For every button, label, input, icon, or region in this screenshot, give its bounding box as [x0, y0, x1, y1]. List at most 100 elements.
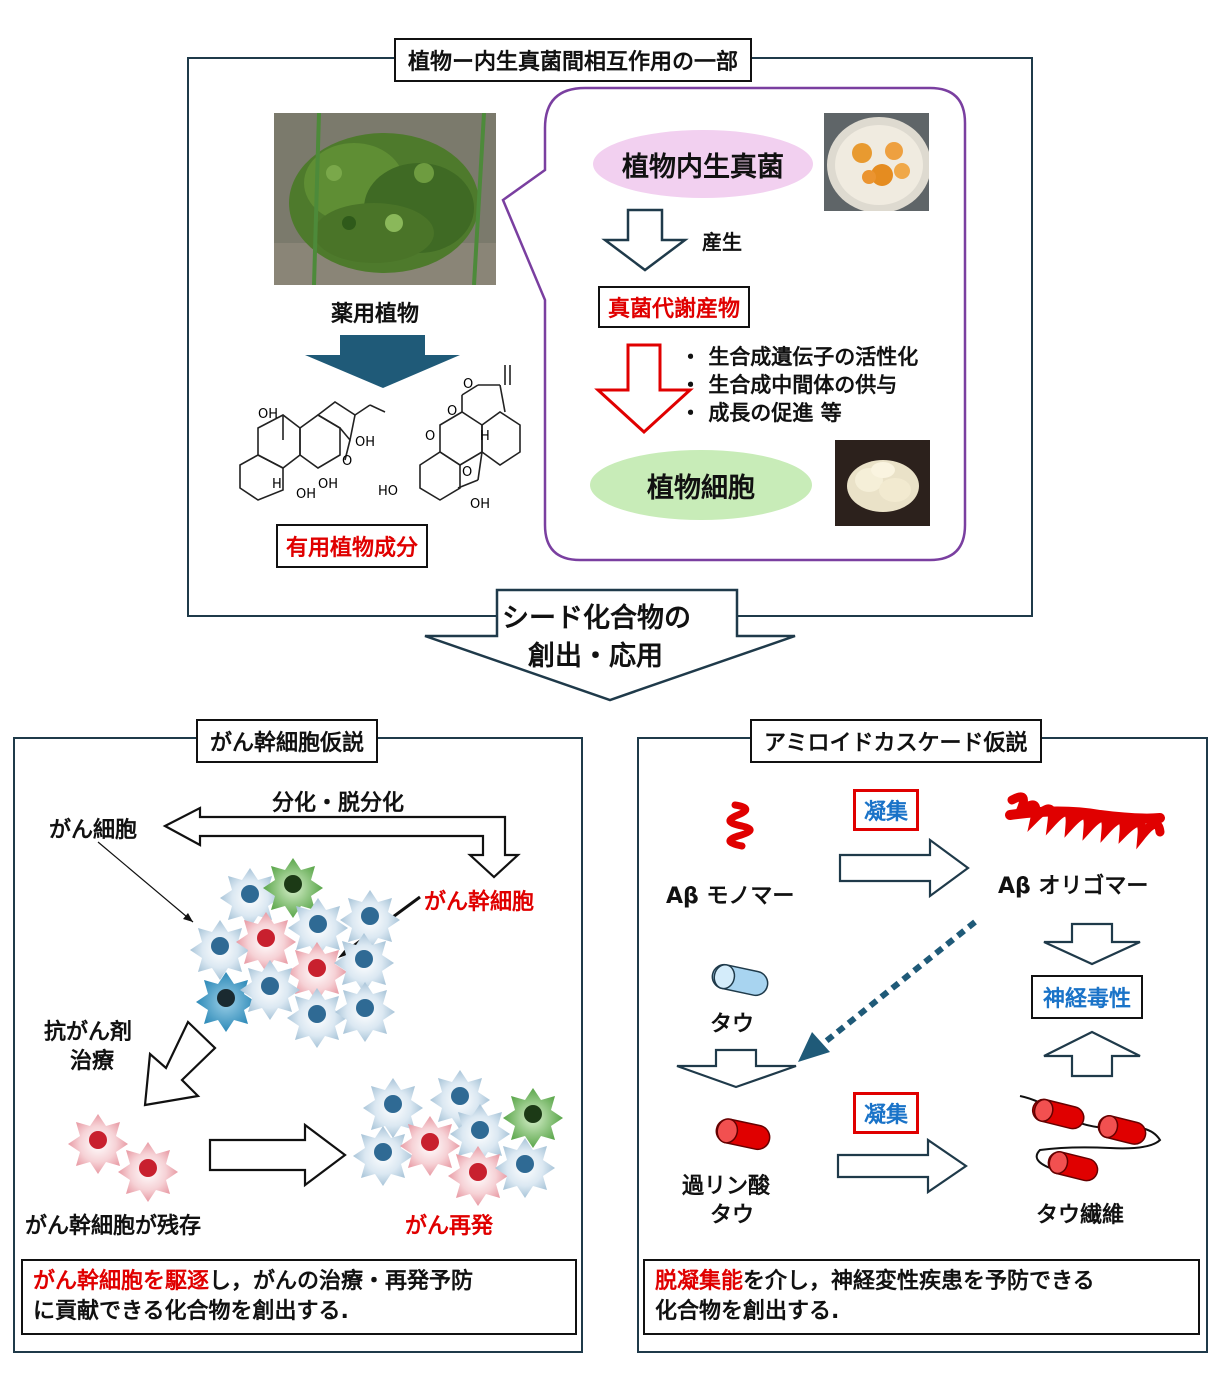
- abeta-monomer-label: Aβ モノマー: [666, 884, 795, 909]
- effects-list: ・ 生合成遺伝子の活性化 ・ 生合成中間体の供与 ・ 成長の促進 等: [680, 343, 918, 427]
- tau-fiber-label: タウ繊維: [1036, 1203, 1125, 1228]
- struct-oh-4: OH: [318, 477, 338, 492]
- cell: [335, 982, 395, 1042]
- recurrence-arrow: [208, 1122, 347, 1188]
- cell: [196, 972, 256, 1032]
- effect-item: ・ 生合成中間体の供与: [680, 373, 898, 397]
- remaining-label: がん幹細胞が残存: [25, 1214, 202, 1239]
- cancer-summary-rest-1: し，がんの治療・再発予防: [209, 1269, 474, 1294]
- cell: [287, 942, 347, 1002]
- tau-icon: [711, 963, 769, 997]
- produce-label: 産生: [702, 230, 742, 254]
- amyloid-summary-rest-1: を介し，神経変性疾患を予防できる: [743, 1269, 1095, 1294]
- cancer-panel-title: がん幹細胞仮説: [196, 719, 379, 763]
- struct-o-5: O: [462, 465, 472, 480]
- amyloid-summary-rest-2: 化合物を創出する.: [655, 1299, 840, 1324]
- endophyte-label: 植物内生真菌: [622, 151, 784, 183]
- neurotoxicity-box: 神経毒性: [1031, 975, 1144, 1019]
- cell: [236, 912, 296, 972]
- aggregation-arrow-2: [836, 1137, 968, 1195]
- medicinal-plant-label: 薬用植物: [331, 302, 420, 327]
- struct-o-1: O: [342, 454, 352, 469]
- fungus-culture-photo: [824, 113, 929, 211]
- oligomer-to-tau-arrow: [798, 919, 977, 1062]
- hyper-tau-icon: [715, 1118, 771, 1151]
- useful-component-box: 有用植物成分: [276, 524, 429, 568]
- seed-compound-line1: シード化合物の: [502, 603, 691, 634]
- cell: [288, 898, 348, 958]
- plant-cell-label: 植物細胞: [647, 472, 755, 504]
- struct-oh-5: OH: [470, 497, 490, 512]
- cell: [68, 1114, 128, 1174]
- amyloid-summary: 脱凝集能を介し，神経変性疾患を予防できる 化合物を創出する.: [643, 1259, 1200, 1335]
- effect-item: ・ 生合成遺伝子の活性化: [680, 345, 919, 369]
- aggregation-box-2: 凝集: [853, 1092, 920, 1134]
- cell: [220, 868, 280, 928]
- struct-oh-1: OH: [258, 407, 278, 422]
- effect-item: ・ 成長の促進 等: [680, 401, 842, 425]
- differentiation-label: 分化・脱分化: [272, 791, 405, 816]
- plant-cell-photo: [835, 440, 930, 526]
- plant-to-component-arrow: [305, 335, 460, 388]
- hyper-tau-label-2: タウ: [710, 1203, 755, 1228]
- cell: [240, 960, 300, 1020]
- amyloid-summary-highlight: 脱凝集能: [655, 1269, 744, 1294]
- struct-o-2: O: [447, 404, 457, 419]
- cell: [263, 858, 323, 918]
- seed-compound-arrow: [424, 588, 796, 702]
- treatment-label-2: 治療: [70, 1049, 115, 1074]
- seed-compound-line2: 創出・応用: [528, 641, 663, 672]
- amyloid-panel-title: アミロイドカスケード仮説: [750, 719, 1042, 763]
- chemical-structure-left: OH OH H OH OH O: [239, 401, 386, 502]
- tau-down-arrow: [676, 1048, 797, 1089]
- tau-fiber-icon: [1019, 1095, 1162, 1182]
- cell: [118, 1142, 178, 1202]
- cell: [353, 1126, 413, 1186]
- cancer-summary: がん幹細胞を駆逐し，がんの治療・再発予防 に貢献できる化合物を創出する.: [21, 1259, 577, 1335]
- recurrence-cluster: [353, 1070, 563, 1206]
- cell: [340, 890, 400, 950]
- differentiation-arrow: [162, 806, 521, 879]
- cell: [503, 1088, 563, 1148]
- plant-cell-ellipse: 植物細胞: [590, 450, 812, 520]
- treatment-arrow: [143, 1020, 217, 1107]
- endophyte-ellipse: 植物内生真菌: [593, 130, 813, 198]
- aggregation-label-2: 凝集: [864, 1103, 909, 1128]
- cell: [450, 1104, 510, 1164]
- cell: [190, 920, 250, 980]
- struct-o-3: O: [425, 429, 435, 444]
- cell: [363, 1078, 423, 1138]
- struct-ho: HO: [378, 484, 398, 499]
- aggregation-arrow-1: [838, 837, 970, 899]
- top-panel-title: 植物ー内生真菌間相互作用の一部: [394, 38, 753, 82]
- fiber-to-toxicity-arrow: [1043, 1030, 1141, 1078]
- medicinal-plant-photo: [274, 113, 496, 285]
- struct-oh-3: OH: [296, 487, 316, 502]
- metabolite-effect-arrow: [594, 343, 694, 435]
- cell: [495, 1138, 555, 1198]
- treatment-label-1: 抗がん剤: [44, 1020, 133, 1045]
- remaining-cells: [68, 1114, 178, 1202]
- hyper-tau-label-1: 過リン酸: [682, 1174, 771, 1199]
- oligomer-to-toxicity-arrow: [1043, 922, 1141, 966]
- cancer-cell-label: がん細胞: [49, 818, 138, 843]
- cell-group: [190, 858, 400, 1048]
- struct-o-4: O: [463, 377, 473, 392]
- fungal-metabolite-box: 真菌代謝産物: [598, 286, 751, 328]
- aggregation-box-1: 凝集: [853, 789, 920, 831]
- abeta-oligomer-icon: [1005, 792, 1165, 850]
- struct-h-2: H: [480, 429, 490, 444]
- produce-arrow: [601, 208, 689, 272]
- useful-component-label: 有用植物成分: [286, 536, 419, 561]
- cell: [334, 933, 394, 993]
- neurotoxicity-label: 神経毒性: [1043, 987, 1132, 1012]
- cancer-stem-cell-label: がん幹細胞: [424, 890, 535, 915]
- fungal-metabolite-label: 真菌代謝産物: [608, 297, 741, 322]
- struct-h-1: H: [272, 477, 282, 492]
- tumor-cluster: [190, 858, 400, 1048]
- struct-oh-2: OH: [355, 435, 375, 450]
- aggregation-label-1: 凝集: [864, 800, 909, 825]
- recurrence-label: がん再発: [405, 1214, 494, 1239]
- abeta-monomer-icon: [726, 801, 754, 850]
- cell: [448, 1146, 508, 1206]
